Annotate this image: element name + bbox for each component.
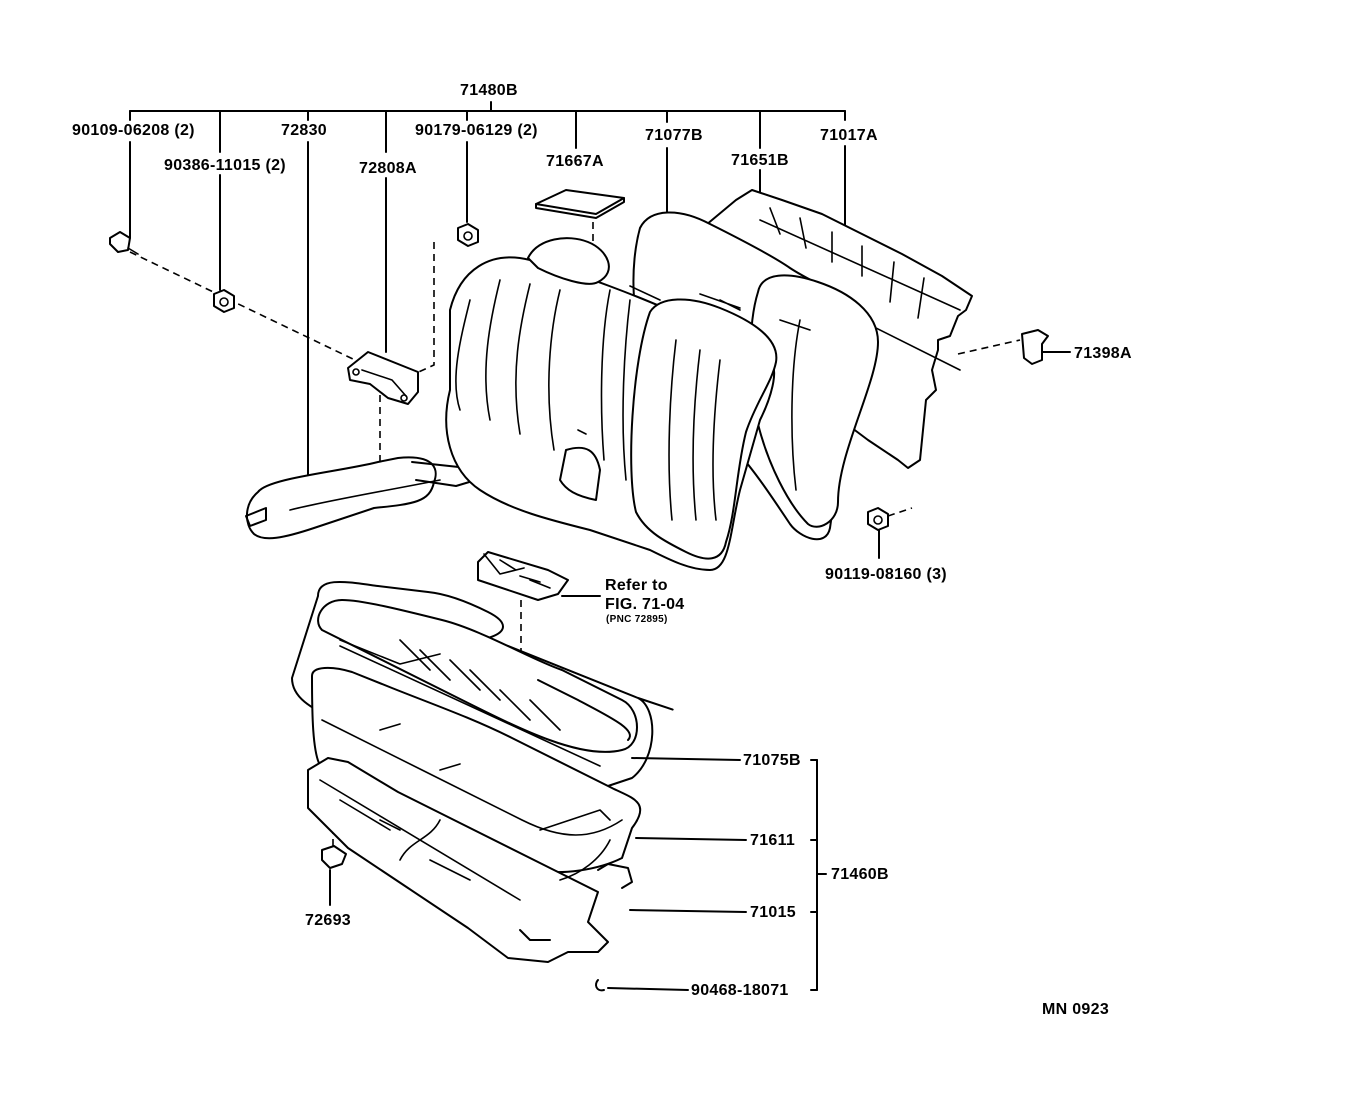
- hinge-bracket-icon: [347, 351, 419, 405]
- label-refer-2: FIG. 71-04: [605, 596, 685, 613]
- assembly-bracket-cushion: [810, 759, 827, 991]
- label-clip-right: 71398A: [1074, 345, 1132, 362]
- label-hinge: 72808A: [359, 160, 417, 177]
- label-back-frame: 71017A: [820, 127, 878, 144]
- seat-cushion-pad-icon: [311, 666, 642, 874]
- label-assy-back: 71480B: [460, 82, 518, 99]
- label-hog-ring: 90468-18071: [691, 982, 789, 999]
- nut-left-icon: [213, 289, 235, 313]
- cushion-leaders: [561, 595, 747, 991]
- trim-panel-icon: [535, 189, 625, 219]
- label-assy-cushion: 71460B: [831, 866, 889, 883]
- assembly-bracket-back: [129, 101, 846, 153]
- seatback-cover-icon: [445, 211, 879, 571]
- label-trim-cover: 71667A: [546, 153, 604, 170]
- label-bolt-left: 90109-06208 (2): [72, 122, 195, 139]
- seat-cushion-frame-icon: [307, 757, 633, 963]
- nut-right-icon: [867, 507, 889, 531]
- label-clip-bottom: 72693: [305, 912, 351, 929]
- label-refer-1: Refer to: [605, 577, 668, 594]
- label-cushion-cover: 71075B: [743, 752, 801, 769]
- label-cushion-top: 90179-06129 (2): [415, 122, 538, 139]
- support-bracket-icon: [245, 456, 477, 540]
- armrest-hinge-icon: [477, 551, 569, 601]
- label-back-pad: 71651B: [731, 152, 789, 169]
- label-nut-left: 90386-11015 (2): [164, 157, 286, 174]
- label-drawing-code: MN 0923: [1042, 1001, 1110, 1018]
- nut-top-icon: [457, 223, 479, 247]
- clip-right-icon: [1021, 329, 1049, 365]
- seat-cushion-cover-icon: [291, 580, 674, 808]
- clip-bottom-icon: [321, 845, 347, 869]
- label-cushion-frame: 71015: [750, 904, 796, 921]
- bolt-left-icon: [109, 231, 139, 255]
- label-nut-right: 90119-08160 (3): [825, 566, 947, 583]
- label-back-cover: 71077B: [645, 127, 703, 144]
- label-cushion-pad: 71611: [750, 832, 796, 849]
- label-bracket-left: 72830: [281, 122, 327, 139]
- hog-ring-icon: [595, 979, 605, 992]
- label-refer-3: (PNC 72895): [606, 614, 668, 625]
